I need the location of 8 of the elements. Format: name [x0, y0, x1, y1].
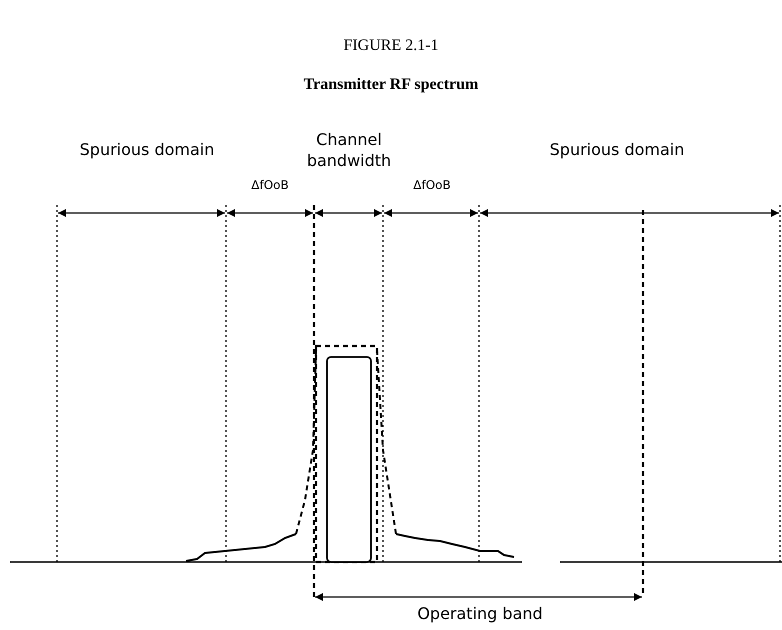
figure-number: FIGURE 2.1-1	[342, 37, 440, 55]
offset-label: ΔfOoB	[251, 178, 289, 194]
region-label: Spurious domain	[80, 140, 214, 161]
diagram-title: Transmitter RF spectrum	[302, 76, 480, 94]
region-label: Channel bandwidth	[306, 130, 392, 172]
region-label: Spurious domain	[550, 140, 684, 161]
band-label: Operating band	[417, 604, 543, 625]
offset-label: ΔfOoB	[413, 178, 451, 194]
